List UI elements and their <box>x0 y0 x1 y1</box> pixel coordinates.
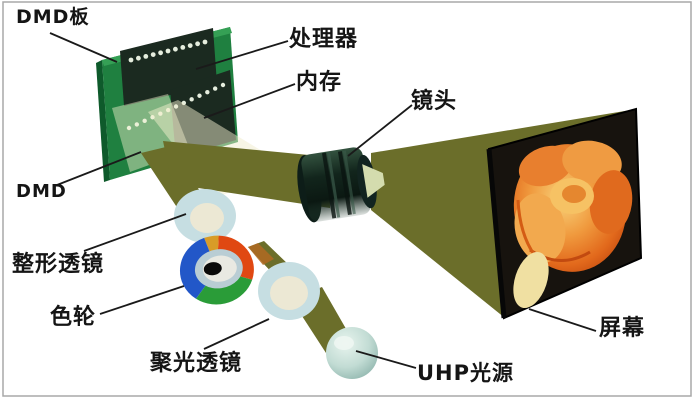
label-processor: 处理器 <box>289 27 359 52</box>
label-memory: 内存 <box>296 70 343 95</box>
pin-dot <box>205 89 210 95</box>
uhp-lamp-graphic <box>326 327 378 379</box>
rose-petal-3 <box>589 170 633 234</box>
label-color-wheel: 色轮 <box>50 305 97 330</box>
leader-shaping-lens <box>83 213 187 252</box>
pin-dot <box>197 93 202 98</box>
pin-dot <box>165 48 171 54</box>
lens-barrel-graphic <box>297 147 385 223</box>
rose-petal-1 <box>518 145 574 187</box>
leader-dmd <box>56 151 142 186</box>
barrel-ring-1 <box>321 152 337 219</box>
pin-dot <box>134 122 140 127</box>
label-dmd: DMD <box>16 181 67 202</box>
pin-dot <box>187 43 193 48</box>
wheel-hub <box>203 262 222 276</box>
pin-dot <box>202 39 208 45</box>
pin-dot <box>142 118 147 124</box>
leader-lines <box>49 32 597 369</box>
label-condenser-lens: 聚光透镜 <box>150 351 243 376</box>
screen-graphic <box>486 107 643 320</box>
pin-dot <box>180 45 186 50</box>
pin-dot <box>158 50 164 56</box>
label-screen: 屏幕 <box>599 316 646 341</box>
rose-pale-petal <box>513 251 549 309</box>
screen-left-frame <box>486 148 507 319</box>
processor-pins-top <box>128 39 208 63</box>
lamp-highlight <box>334 336 354 350</box>
leader-processor <box>195 40 289 70</box>
leader-uhp-lamp <box>355 350 417 369</box>
pin-dot <box>143 54 149 59</box>
barrel-ring-2 <box>326 152 341 218</box>
rose-center <box>562 185 586 203</box>
pin-dot <box>212 86 218 91</box>
leader-lens <box>347 104 413 157</box>
leader-dmd-board <box>49 32 118 63</box>
board-side-edge <box>96 60 110 182</box>
condenser-lens-core <box>270 276 308 310</box>
barrel-ring-3 <box>337 151 352 215</box>
leader-condenser-lens <box>203 318 270 350</box>
label-lens: 镜头 <box>411 89 458 114</box>
barrel-ring-4 <box>342 150 356 215</box>
condenser-lens-graphic <box>258 262 320 320</box>
pin-dot <box>126 125 132 131</box>
barrel-exit-glass <box>362 164 385 198</box>
pin-dot <box>128 57 134 63</box>
leader-memory <box>203 83 296 119</box>
shaping-lens-graphic <box>174 189 236 243</box>
pin-dot <box>136 55 141 61</box>
pin-dot <box>173 46 178 52</box>
screen-rose-image <box>513 140 633 309</box>
pin-dot <box>189 97 194 102</box>
beam-wheel-tint <box>248 243 274 265</box>
leader-screen <box>528 308 597 332</box>
label-shaping-lens: 整形透镜 <box>12 252 105 277</box>
pin-dot <box>220 82 226 88</box>
image-border <box>2 1 692 397</box>
label-dmd-board: DMD板 <box>16 6 90 28</box>
beam-dmd-to-lens <box>163 141 330 208</box>
shaping-lens-core <box>190 203 224 233</box>
leader-color-wheel <box>99 285 185 315</box>
color-wheel-graphic <box>179 235 254 305</box>
pin-dot <box>195 41 201 47</box>
pin-dot <box>150 52 156 57</box>
label-uhp-lamp: UHP光源 <box>417 361 515 385</box>
lamp-sphere <box>326 327 378 379</box>
